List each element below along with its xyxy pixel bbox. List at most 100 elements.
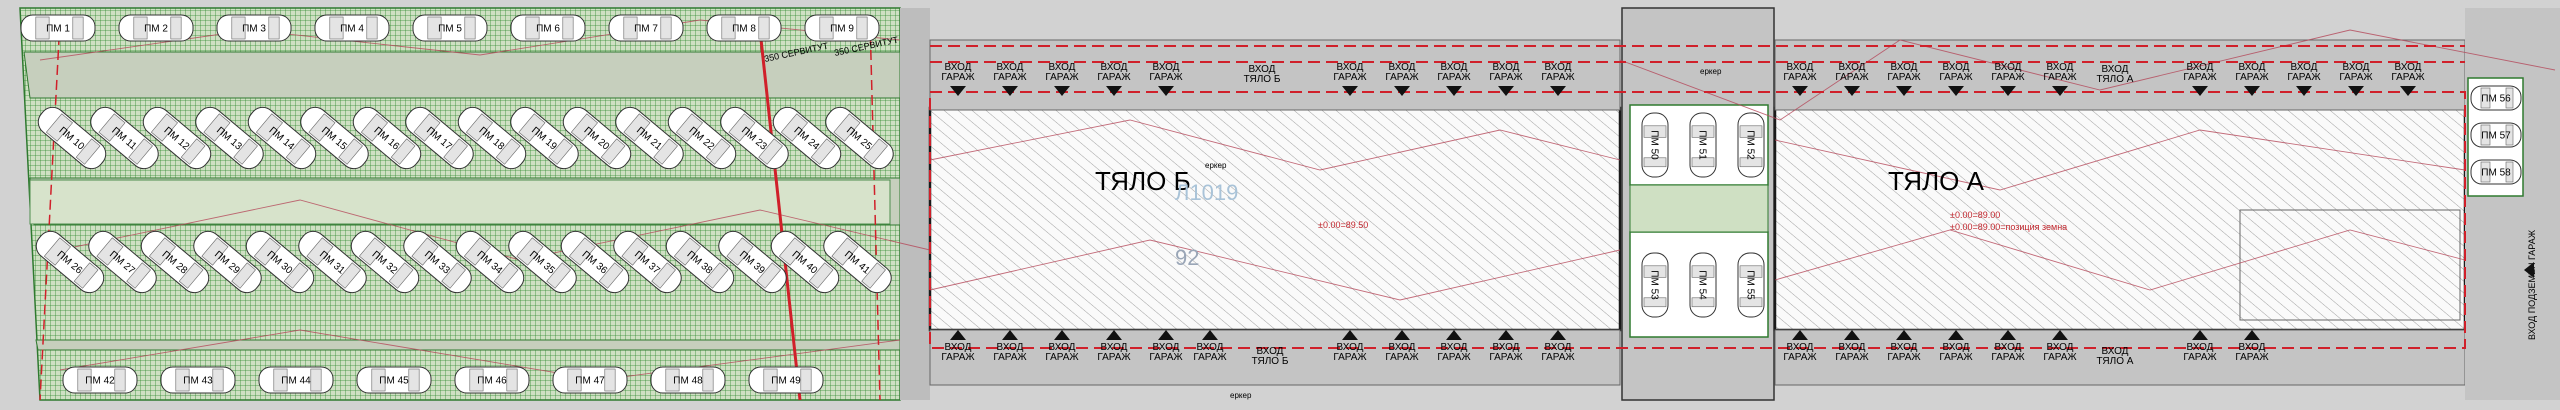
entry-arrow-icon	[1550, 86, 1566, 96]
svg-text:ВХОД: ВХОД	[1101, 342, 1128, 353]
parking-spot: ПМ 41	[823, 230, 892, 294]
svg-text:ВХОД: ВХОД	[2047, 342, 2074, 353]
entry-building-a-top[interactable]: ВХОД ТЯЛО А	[2097, 64, 2134, 85]
parking-spot-label: ПМ 45	[379, 376, 409, 387]
svg-text:ГАРАЖ: ГАРАЖ	[1991, 72, 2025, 83]
svg-text:ГАРАЖ: ГАРАЖ	[993, 72, 1027, 83]
svg-text:ГАРАЖ: ГАРАЖ	[1835, 72, 1869, 83]
svg-text:ВХОД: ВХОД	[2187, 342, 2214, 353]
entry-arrow-icon	[1844, 330, 1860, 340]
svg-text:ГАРАЖ: ГАРАЖ	[1939, 72, 1973, 83]
access-road	[900, 8, 930, 400]
svg-text:ГАРАЖ: ГАРАЖ	[2043, 72, 2077, 83]
svg-text:ГАРАЖ: ГАРАЖ	[1193, 352, 1227, 363]
parking-spot: ПМ 43	[160, 366, 236, 394]
parking-spot-label: ПМ 2	[144, 24, 168, 35]
svg-text:ВХОД: ВХОД	[1337, 62, 1364, 73]
parking-spot: ПМ 32	[350, 230, 420, 294]
parking-spot: ПМ 26	[35, 230, 105, 294]
entry-building-b-top[interactable]: ВХОД ТЯЛО Б	[1244, 64, 1281, 85]
svg-text:ВХОД: ВХОД	[997, 62, 1024, 73]
parking-spot: ПМ 35	[508, 230, 577, 294]
entry-arrow-icon	[2192, 330, 2208, 340]
svg-text:ГАРАЖ: ГАРАЖ	[941, 352, 975, 363]
parking-spot-label: ПМ 43	[183, 376, 213, 387]
svg-text:ВХОД: ВХОД	[2239, 342, 2266, 353]
svg-text:ВХОД: ВХОД	[2047, 62, 2074, 73]
building-a-elevation-1: ±0.00=89.00	[1950, 210, 2000, 220]
parking-spot: ПМ 29	[193, 230, 262, 294]
svg-text:ГАРАЖ: ГАРАЖ	[1097, 72, 1131, 83]
entry-arrow-icon	[1446, 330, 1462, 340]
entry-building-a-bottom[interactable]: ВХОД ТЯЛО А	[2097, 346, 2134, 367]
svg-text:ВХОД: ВХОД	[945, 342, 972, 353]
entry-arrow-icon	[1446, 86, 1462, 96]
parking-spot: ПМ 36	[560, 230, 630, 294]
servitude-line-2	[869, 19, 881, 401]
parking-spot-label: ПМ 51	[1697, 130, 1708, 160]
parking-spot: ПМ 14	[247, 106, 317, 170]
entry-building-b-bottom[interactable]: ВХОД ТЯЛО Б	[1252, 346, 1289, 367]
entry-arrow-icon	[1158, 86, 1174, 96]
parking-spot: ПМ 11	[90, 106, 159, 170]
parking-spot: ПМ 33	[403, 230, 472, 294]
entry-arrow-icon	[2348, 86, 2364, 96]
entry-arrow-icon	[1002, 86, 1018, 96]
entry-arrow-icon	[1498, 330, 1514, 340]
parking-spot: ПМ 9	[804, 14, 880, 42]
parking-spot: ПМ 48	[650, 366, 726, 394]
svg-text:ГАРАЖ: ГАРАЖ	[2043, 352, 2077, 363]
parking-spot: ПМ 24	[772, 106, 842, 170]
entry-arrow-icon	[1054, 330, 1070, 340]
svg-text:ВХОД: ВХОД	[1153, 62, 1180, 73]
building-b-watermark: Л1019	[1175, 180, 1238, 205]
parking-spot: ПМ 25	[825, 106, 894, 170]
svg-text:ГАРАЖ: ГАРАЖ	[2235, 352, 2269, 363]
parking-spot: ПМ 50	[1641, 112, 1669, 178]
parking-spot: ПМ 18	[457, 106, 527, 170]
svg-text:ГАРАЖ: ГАРАЖ	[2339, 72, 2373, 83]
svg-text:ГАРАЖ: ГАРАЖ	[1489, 72, 1523, 83]
